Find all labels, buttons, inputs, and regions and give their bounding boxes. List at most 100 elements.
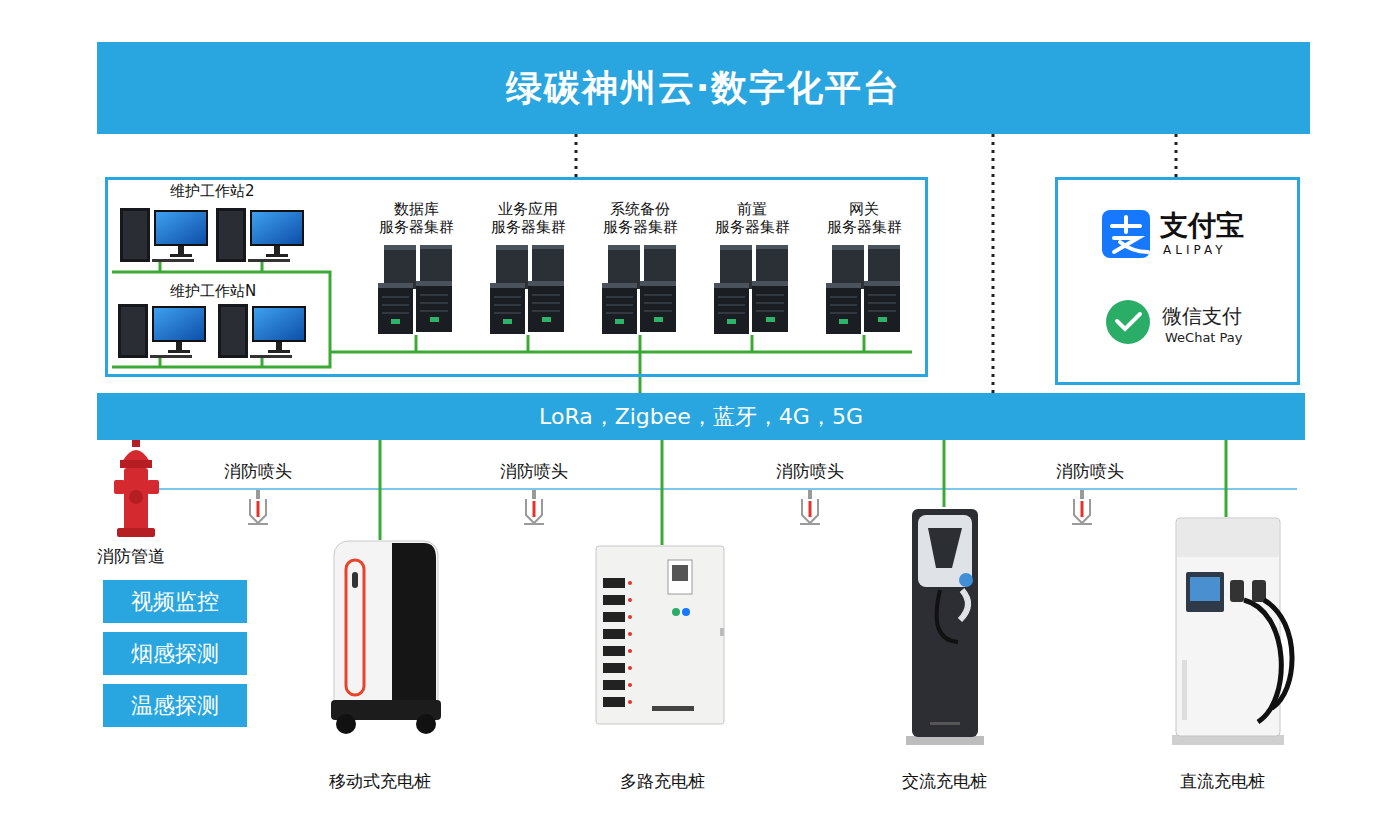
multi-charger-picture: [668, 560, 692, 594]
multi-charger-picture: [596, 546, 724, 724]
node-text: 绿碳神州云·数字化平台: [97, 42, 1310, 134]
ac-charger-picture: [912, 509, 978, 737]
fire-pipe: [150, 488, 1297, 490]
alipay-logo: [1102, 210, 1150, 258]
node-text: 多路充电桩: [577, 770, 747, 792]
dc-charger-picture: [1182, 660, 1187, 720]
dotted-link: [575, 134, 578, 177]
fire-hydrant: [114, 440, 159, 537]
server-cluster-icons: [378, 245, 900, 334]
dc-charger-picture: [1186, 572, 1224, 612]
ac-charger-picture: [928, 528, 962, 568]
mobile-charger-picture: [331, 541, 441, 734]
monitor-box: 视频监控: [103, 580, 247, 623]
multi-charger-picture: [628, 598, 632, 602]
multi-charger-picture: [603, 595, 625, 605]
ac-charger-picture: [906, 509, 984, 745]
server-cluster-icons: [378, 245, 452, 334]
network-link: [1225, 440, 1228, 517]
workstation-computers: [118, 304, 206, 358]
server-cluster: 系统备份 服务器集群: [588, 200, 692, 335]
node-text: 烟感探测: [103, 632, 247, 675]
mobile-charger-picture: [346, 560, 364, 695]
multi-charger-picture: [672, 608, 680, 616]
monitor-box: 烟感探测: [103, 632, 247, 675]
network-band: LoRa，Zigbee，蓝牙，4G，5G: [97, 393, 1305, 440]
fire-hydrant: [147, 480, 159, 494]
node-text: 微信支付: [1162, 304, 1242, 328]
server-room-box: 维护工作站2维护工作站N数据库 服务器集群业务应用 服务器集群系统备份 服务器集…: [105, 177, 928, 377]
multi-charger-picture: [628, 649, 632, 653]
ac-charger-picture: [959, 573, 973, 587]
dc-charger-picture: [1264, 600, 1292, 708]
workstation-computers: [118, 208, 306, 358]
network-link: [661, 440, 664, 545]
payment-box: 支付宝ALIPAY微信支付WeChat Pay: [1055, 177, 1300, 385]
multi-charger-picture: [628, 581, 632, 585]
multi-charger-picture: [603, 663, 625, 673]
text-label: 消防喷头: [760, 460, 860, 482]
dotted-link: [992, 134, 995, 393]
dc-charger-picture: [1230, 580, 1244, 602]
multi-charger-picture: [628, 700, 632, 704]
monitor-box: 温感探测: [103, 684, 247, 727]
dc-charger-picture: [1252, 580, 1266, 602]
lan-wires: [112, 272, 330, 367]
fire-hydrant: [129, 490, 143, 504]
mobile-charger-picture: [336, 714, 356, 734]
mobile-charger-picture: [352, 572, 358, 588]
lan-wires: [160, 262, 262, 367]
wechat-pay-logo: [1106, 300, 1150, 344]
charger-node: 交流充电桩: [859, 507, 1029, 792]
mobile-charger-picture: [392, 543, 436, 706]
server-cluster: 数据库 服务器集群: [364, 200, 468, 335]
fire-pipe: [150, 489, 1297, 490]
multi-charger-picture: [603, 646, 625, 656]
dc-charger-picture: [1190, 577, 1220, 601]
multi-charger-picture: [628, 615, 632, 619]
multi-charger-picture: [603, 680, 625, 690]
network-link: [943, 440, 946, 507]
fire-hydrant: [117, 528, 155, 537]
lan-wires: [112, 262, 912, 376]
node-text: 数据库 服务器集群: [364, 200, 468, 236]
multi-charger-picture: [603, 629, 625, 639]
wechat-pay-logo: [1117, 314, 1140, 329]
multi-charger-picture: [682, 608, 690, 616]
multi-charger-picture: [603, 697, 625, 707]
node-text: 系统备份 服务器集群: [588, 200, 692, 236]
server-cluster: 业务应用 服务器集群: [476, 200, 580, 335]
mobile-charger-picture: [334, 541, 438, 713]
server-cluster: 前置 服务器集群: [700, 200, 804, 335]
text-label: 消防喷头: [484, 460, 584, 482]
lan-wires: [416, 335, 864, 352]
workstation-computers: [120, 208, 208, 262]
fire-hydrant: [114, 480, 125, 494]
fire-hydrant: [124, 468, 148, 530]
charger-node: 多路充电桩: [577, 545, 747, 792]
wechat-pay-logo: [1106, 300, 1150, 344]
multi-charger-picture: [603, 578, 625, 588]
node-text: 业务应用 服务器集群: [476, 200, 580, 236]
alipay-logo: [1112, 217, 1148, 252]
alipay-logo: [1102, 210, 1150, 258]
node-text: 维护工作站N: [170, 282, 256, 300]
sprinkler-symbol: [248, 490, 268, 524]
dc-charger-picture: [1176, 518, 1280, 736]
text-label: 消防喷头: [1040, 460, 1140, 482]
dc-charger-picture: [1172, 518, 1292, 745]
platform-band: 绿碳神州云·数字化平台: [97, 42, 1310, 134]
node-text: 视频监控: [103, 580, 247, 623]
ac-charger-picture: [960, 590, 968, 620]
fire-hydrant: [132, 440, 140, 447]
multi-charger-picture: [720, 628, 724, 636]
ac-charger-picture: [906, 736, 984, 745]
multi-charger-picture: [628, 632, 632, 636]
multi-charger-picture: [596, 546, 724, 724]
node-text: 前置 服务器集群: [700, 200, 804, 236]
sprinkler-symbol: [800, 490, 820, 524]
server-cluster-icons: [714, 245, 788, 334]
ac-charger-picture: [937, 590, 958, 642]
node-text: 温感探测: [103, 684, 247, 727]
